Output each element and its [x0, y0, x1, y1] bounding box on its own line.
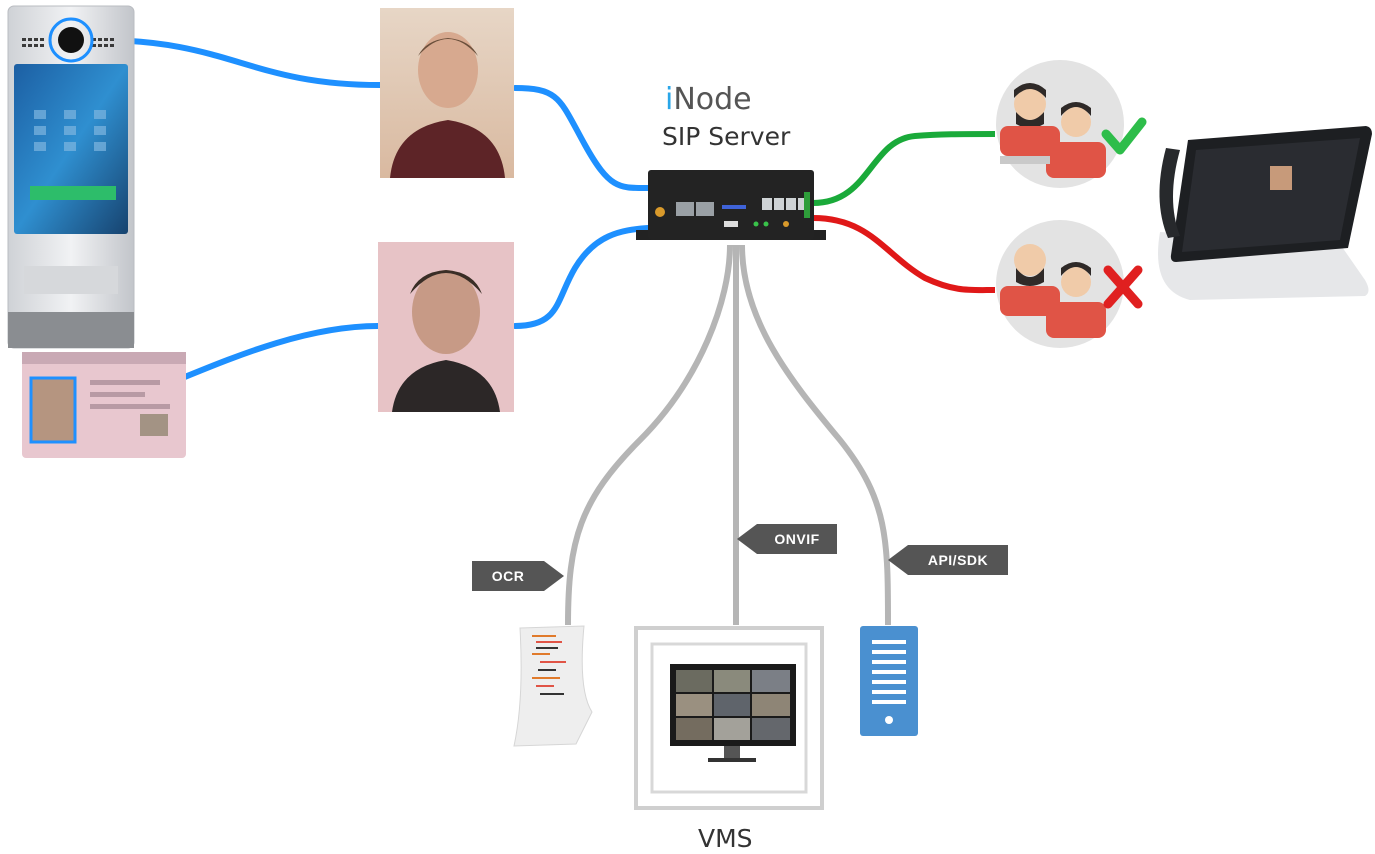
user-group-rejected: [996, 220, 1124, 348]
camera-highlight-ring: [48, 17, 94, 63]
link-face2-to-server: [512, 225, 651, 329]
check-icon: [1101, 117, 1147, 155]
intercom-panel: [7, 5, 135, 349]
desk-phone: [1158, 126, 1372, 300]
ocr-document: [513, 625, 593, 747]
user-group-accepted: [996, 60, 1124, 188]
vms-monitor: [634, 626, 824, 810]
brand-logo: iNode: [665, 82, 752, 117]
link-face1-to-server: [512, 85, 651, 192]
sip-server-box: [636, 170, 826, 240]
api-server: [860, 626, 918, 736]
green-link: [812, 131, 996, 206]
server-subtitle: SIP Server: [662, 122, 791, 151]
link-server-to-api: [739, 244, 891, 626]
face-photo-2: [378, 242, 514, 412]
brand-logo-rest: Node: [673, 82, 752, 117]
api-sdk-tag: API/SDK: [908, 545, 1008, 575]
link-server-to-ocr: [565, 244, 733, 626]
red-link: [812, 215, 996, 294]
face-photo-1: [380, 8, 514, 178]
vms-label: VMS: [698, 824, 753, 853]
cross-icon: [1103, 265, 1143, 309]
ocr-tag: OCR: [472, 561, 544, 591]
id-card: [22, 352, 186, 458]
brand-logo-i: i: [665, 82, 674, 117]
gray-links: [565, 244, 891, 626]
idcard-photo-highlight: [29, 376, 77, 444]
link-camera-to-face1: [95, 37, 383, 88]
onvif-tag: ONVIF: [757, 524, 837, 554]
